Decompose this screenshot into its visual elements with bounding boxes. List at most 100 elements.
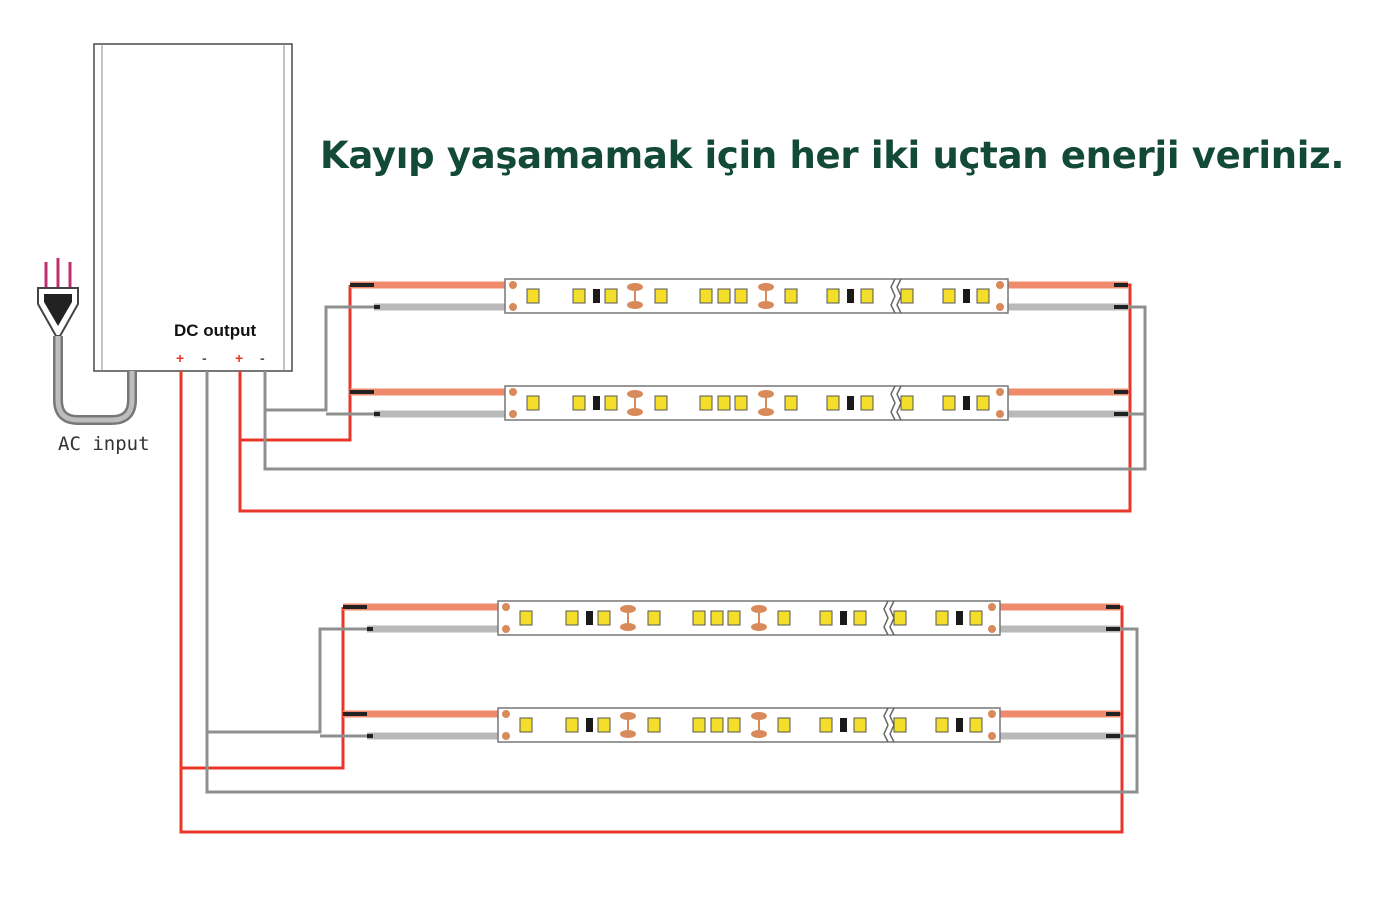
- solder-pad: [988, 710, 996, 718]
- resistor: [963, 396, 970, 410]
- terminal-plus-1: +: [176, 350, 184, 366]
- plug-icon: [37, 258, 137, 425]
- led-chip: [604, 395, 618, 411]
- solder-pad: [509, 281, 517, 289]
- led-chip: [519, 717, 533, 733]
- cut-pad: [758, 283, 774, 291]
- led-chip: [734, 288, 748, 304]
- wire-positive-group2-left: [179, 371, 345, 770]
- led-chip: [969, 717, 983, 733]
- led-chip: [942, 395, 956, 411]
- strip-body: [504, 385, 1009, 421]
- led-chip: [976, 395, 990, 411]
- wires: [179, 283, 1147, 834]
- led-chip: [860, 288, 874, 304]
- terminal-plus-2: +: [235, 350, 243, 366]
- led-chip: [572, 395, 586, 411]
- led-chip: [935, 610, 949, 626]
- wire-positive-group1-left: [238, 285, 352, 442]
- cut-pad: [751, 605, 767, 613]
- led-chip: [976, 288, 990, 304]
- cut-pad: [620, 605, 636, 613]
- led-strip: [343, 707, 1120, 743]
- cut-pad: [758, 408, 774, 416]
- solder-pad: [502, 710, 510, 718]
- led-chip: [654, 288, 668, 304]
- resistor: [956, 718, 963, 732]
- strip-break: [890, 278, 896, 314]
- solder-pad: [509, 388, 517, 396]
- resistor: [847, 396, 854, 410]
- led-chip: [826, 395, 840, 411]
- strip-break: [883, 707, 889, 743]
- led-chip: [860, 395, 874, 411]
- strip-body: [504, 278, 1009, 314]
- led-chip: [777, 717, 791, 733]
- resistor: [586, 611, 593, 625]
- led-chip: [734, 395, 748, 411]
- led-chip: [784, 395, 798, 411]
- led-chip: [526, 395, 540, 411]
- led-chip: [893, 717, 907, 733]
- solder-pad: [509, 303, 517, 311]
- led-chip: [597, 610, 611, 626]
- cut-pad: [620, 730, 636, 738]
- terminal-minus-1: -: [202, 350, 207, 366]
- led-chip: [604, 288, 618, 304]
- led-chip: [572, 288, 586, 304]
- led-chip: [727, 610, 741, 626]
- ac-input-label: AC input: [58, 433, 150, 455]
- power-supply: DC output + - + -: [93, 43, 293, 372]
- led-chip: [853, 717, 867, 733]
- solder-pad: [502, 603, 510, 611]
- led-chip: [597, 717, 611, 733]
- led-chip: [654, 395, 668, 411]
- solder-pad: [988, 625, 996, 633]
- led-chip: [826, 288, 840, 304]
- resistor: [593, 289, 600, 303]
- solder-pad: [988, 732, 996, 740]
- led-chip: [727, 717, 741, 733]
- solder-pad: [502, 625, 510, 633]
- resistor: [840, 611, 847, 625]
- led-chip: [935, 717, 949, 733]
- wire-negative-group1-left: [263, 305, 374, 412]
- cut-pad: [627, 283, 643, 291]
- led-chip: [893, 610, 907, 626]
- resistor: [963, 289, 970, 303]
- cut-pad: [620, 712, 636, 720]
- solder-pad: [996, 281, 1004, 289]
- terminal-minus-2: -: [260, 350, 265, 366]
- resistor: [593, 396, 600, 410]
- solder-pad: [996, 410, 1004, 418]
- led-chip: [692, 610, 706, 626]
- led-chip: [647, 610, 661, 626]
- led-chip: [717, 288, 731, 304]
- solder-pad: [996, 388, 1004, 396]
- led-strip: [350, 385, 1128, 421]
- strip-body: [497, 600, 1001, 636]
- resistor: [840, 718, 847, 732]
- cut-pad: [751, 712, 767, 720]
- led-chip: [565, 717, 579, 733]
- dc-output-label: DC output: [174, 321, 256, 340]
- led-chip: [942, 288, 956, 304]
- strip-break: [883, 600, 889, 636]
- solder-pad: [502, 732, 510, 740]
- led-chip: [819, 717, 833, 733]
- led-chip: [900, 288, 914, 304]
- led-chip: [900, 395, 914, 411]
- led-strips: [343, 278, 1128, 743]
- led-chip: [710, 717, 724, 733]
- led-chip: [969, 610, 983, 626]
- cut-pad: [758, 390, 774, 398]
- solder-pad: [988, 603, 996, 611]
- led-chip: [526, 288, 540, 304]
- led-chip: [692, 717, 706, 733]
- wire-negative-group1-right: [263, 305, 1147, 471]
- led-chip: [853, 610, 867, 626]
- strip-break: [890, 385, 896, 421]
- solder-pad: [996, 303, 1004, 311]
- diagram-heading: Kayıp yaşamamak için her iki uçtan enerj…: [320, 134, 1345, 177]
